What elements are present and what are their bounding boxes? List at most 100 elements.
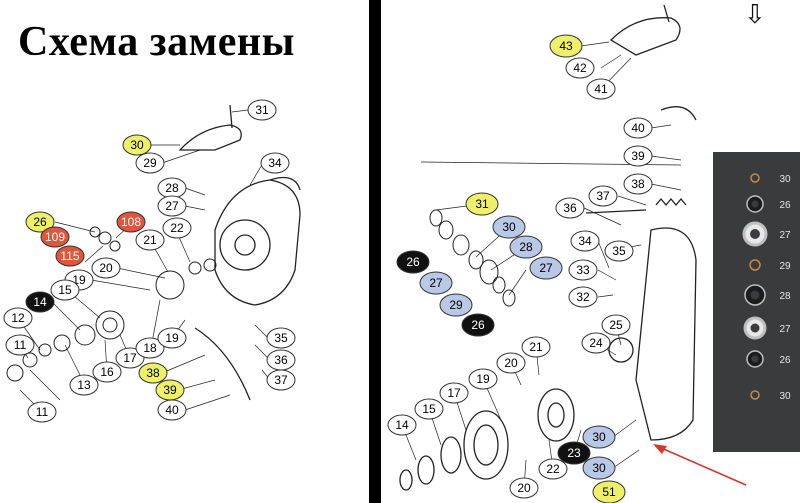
- svg-text:24: 24: [589, 336, 603, 350]
- left-callout-13: 13: [69, 374, 99, 396]
- svg-text:32: 32: [576, 290, 590, 304]
- photo-part-30: 30: [750, 390, 791, 402]
- svg-text:109: 109: [45, 230, 65, 244]
- svg-text:18: 18: [143, 341, 157, 355]
- svg-text:38: 38: [631, 177, 645, 191]
- left-callout-19: 19: [157, 327, 187, 349]
- right-callout-26: 26: [461, 313, 495, 337]
- left-callout-17: 17: [115, 347, 145, 369]
- left-callout-12: 12: [3, 307, 33, 329]
- photo-part-29: 29: [749, 259, 791, 272]
- svg-text:14: 14: [395, 418, 409, 432]
- svg-text:16: 16: [100, 365, 114, 379]
- right-callout-17: 17: [439, 382, 469, 404]
- svg-text:35: 35: [612, 244, 626, 258]
- left-callout-37: 37: [266, 369, 296, 391]
- svg-text:30: 30: [130, 138, 144, 152]
- svg-text:21: 21: [529, 340, 543, 354]
- svg-text:27: 27: [779, 230, 791, 241]
- right-callout-14: 14: [387, 414, 417, 436]
- svg-text:30: 30: [779, 174, 791, 185]
- right-callout-32: 32: [568, 286, 598, 308]
- svg-text:39: 39: [631, 149, 645, 163]
- svg-text:41: 41: [594, 82, 608, 96]
- left-callout-28: 28: [157, 177, 187, 199]
- svg-text:38: 38: [146, 366, 160, 380]
- svg-text:34: 34: [578, 234, 592, 248]
- right-callout-35: 35: [604, 240, 634, 262]
- svg-text:28: 28: [165, 181, 179, 195]
- svg-text:37: 37: [274, 373, 288, 387]
- photo-part-30: 30: [750, 173, 791, 185]
- left-callout-40: 40: [157, 399, 187, 421]
- svg-text:31: 31: [475, 197, 489, 211]
- svg-text:26: 26: [779, 355, 791, 366]
- svg-text:19: 19: [476, 372, 490, 386]
- right-callout-39: 39: [623, 145, 653, 167]
- panel-divider: [369, 0, 381, 503]
- svg-text:26: 26: [33, 215, 47, 229]
- left-callout-16: 16: [92, 361, 122, 383]
- right-callout-26: 26: [396, 250, 430, 274]
- right-callout-30: 30: [582, 425, 616, 449]
- svg-text:26: 26: [779, 200, 791, 211]
- right-callout-27: 27: [419, 271, 453, 295]
- right-callout-22: 22: [538, 458, 568, 480]
- svg-text:17: 17: [447, 386, 461, 400]
- right-callout-43: 43: [549, 34, 583, 58]
- svg-text:21: 21: [143, 233, 157, 247]
- svg-text:20: 20: [99, 261, 113, 275]
- page-title: Схема замены: [18, 19, 295, 65]
- svg-text:108: 108: [121, 215, 141, 229]
- photo-part-26: 26: [746, 195, 791, 213]
- left-callout-30: 30: [122, 134, 152, 156]
- svg-text:40: 40: [165, 403, 179, 417]
- svg-text:37: 37: [596, 189, 610, 203]
- left-callout-31: 31: [247, 99, 277, 121]
- svg-text:36: 36: [563, 201, 577, 215]
- left-callout-35: 35: [266, 327, 296, 349]
- left-callout-38: 38: [138, 362, 168, 384]
- svg-text:27: 27: [165, 199, 179, 213]
- svg-text:25: 25: [609, 318, 623, 332]
- left-callout-34: 34: [260, 152, 290, 174]
- left-callout-39: 39: [155, 379, 185, 401]
- right-callout-25: 25: [601, 314, 631, 336]
- svg-text:115: 115: [60, 249, 79, 263]
- svg-text:36: 36: [274, 353, 288, 367]
- left-callout-18: 18: [135, 337, 165, 359]
- left-callout-29: 29: [135, 152, 165, 174]
- right-callout-21: 21: [521, 336, 551, 358]
- svg-text:12: 12: [11, 311, 25, 325]
- svg-text:14: 14: [33, 295, 47, 309]
- svg-text:28: 28: [779, 291, 791, 302]
- right-callout-29: 29: [439, 293, 473, 317]
- svg-text:15: 15: [422, 402, 436, 416]
- left-callout-11: 11: [27, 401, 57, 423]
- left-callout-36: 36: [266, 349, 296, 371]
- svg-text:51: 51: [602, 485, 616, 499]
- svg-text:23: 23: [567, 446, 581, 460]
- svg-text:19: 19: [165, 331, 179, 345]
- right-callout-28: 28: [509, 235, 543, 259]
- svg-text:40: 40: [631, 121, 645, 135]
- right-callout-34: 34: [570, 230, 600, 252]
- svg-text:11: 11: [36, 405, 49, 419]
- left-callout-21: 21: [135, 229, 165, 251]
- right-callout-51: 51: [592, 480, 626, 503]
- right-callout-30: 30: [582, 456, 616, 480]
- svg-text:22: 22: [170, 221, 184, 235]
- left-callout-15: 15: [50, 279, 80, 301]
- photo-part-28: 28: [744, 284, 791, 306]
- svg-text:30: 30: [592, 461, 606, 475]
- left-panel: Схема замены: [0, 0, 369, 503]
- svg-text:29: 29: [779, 261, 791, 272]
- svg-text:27: 27: [539, 261, 553, 275]
- svg-text:30: 30: [779, 391, 791, 402]
- svg-text:26: 26: [471, 318, 485, 332]
- right-callout-31: 31: [465, 192, 499, 216]
- right-callout-42: 42: [565, 57, 595, 79]
- right-callout-30: 30: [492, 215, 526, 239]
- svg-text:39: 39: [163, 383, 177, 397]
